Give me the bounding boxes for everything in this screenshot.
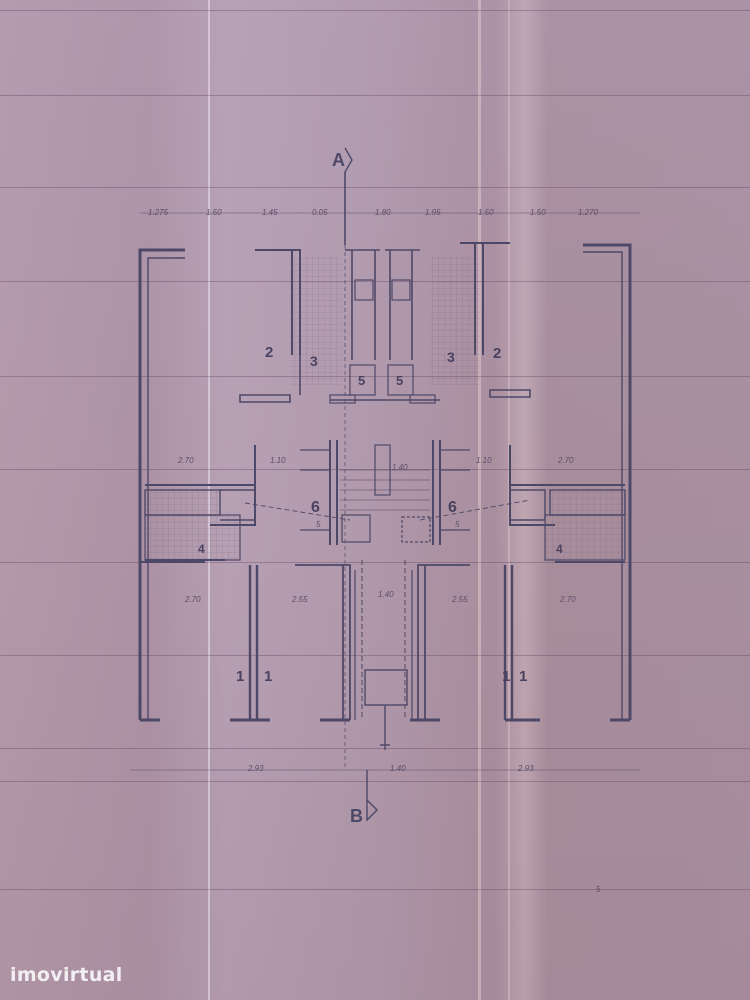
room-label-1-left-b: 1 — [264, 668, 272, 685]
corner-mark: 5 — [596, 885, 601, 894]
paper-line — [0, 10, 750, 11]
dim-left-lower-b: 2.55 — [291, 595, 308, 604]
room-label-3-left: 3 — [310, 353, 318, 369]
room-label-1-left-a: 1 — [236, 668, 244, 685]
dim-top-4: 1.80 — [375, 208, 391, 217]
dim-top-1: 1.50 — [206, 208, 222, 217]
paper-line — [0, 95, 750, 96]
room-label-6-left: 6 — [311, 499, 320, 516]
hall-mark-left: 5 — [316, 520, 321, 529]
section-marker-b: B — [350, 806, 363, 826]
room-label-5-right: 5 — [396, 373, 403, 388]
dim-top-0: 1.275 — [148, 208, 169, 217]
watermark-logo: imovirtual — [10, 964, 123, 986]
room-label-6-right: 6 — [448, 499, 457, 516]
room-label-1-right-b: 1 — [519, 668, 527, 685]
dim-left-lower-a: 2.70 — [184, 595, 201, 604]
room-label-2-right: 2 — [493, 345, 501, 362]
dim-center: 1.40 — [392, 463, 408, 472]
dim-right-upper: 2.70 — [557, 456, 574, 465]
room-label-5-left: 5 — [358, 373, 365, 388]
room-label-1-right-a: 1 — [502, 668, 510, 685]
dim-bottom-1: 1.40 — [390, 764, 406, 773]
dim-top-2: 1.45 — [262, 208, 278, 217]
paper-line — [0, 748, 750, 749]
dim-bottom-2: 2.93 — [517, 764, 534, 773]
dim-bottom-0: 2.93 — [247, 764, 264, 773]
dim-center-lower: 1.40 — [378, 590, 394, 599]
room-label-4-left: 4 — [198, 542, 205, 556]
dim-right-mid: 1.10 — [476, 456, 492, 465]
dim-left-upper: 2.70 — [177, 456, 194, 465]
dim-top-6: 1.50 — [478, 208, 494, 217]
paper-fold-vertical — [478, 0, 481, 1000]
section-marker-a: A — [332, 150, 345, 170]
room-label-4-right: 4 — [556, 542, 563, 556]
room-label-2-left: 2 — [265, 344, 273, 361]
paper-line — [0, 187, 750, 188]
paper-line — [0, 562, 750, 563]
paper-line — [0, 781, 750, 782]
hall-mark-right: 5 — [455, 520, 460, 529]
dim-left-mid: 1.10 — [270, 456, 286, 465]
room-label-3-right: 3 — [447, 349, 455, 365]
dim-top-3: 0.05 — [312, 208, 328, 217]
dim-top-8: 1.270 — [578, 208, 599, 217]
section-line-bottom — [366, 770, 378, 822]
dim-top-5: 1.95 — [425, 208, 441, 217]
dim-right-lower-b: 2.70 — [559, 595, 576, 604]
dim-right-lower-a: 2.55 — [451, 595, 468, 604]
paper-line — [0, 655, 750, 656]
dim-top-7: 1.50 — [530, 208, 546, 217]
paper-line — [0, 889, 750, 890]
